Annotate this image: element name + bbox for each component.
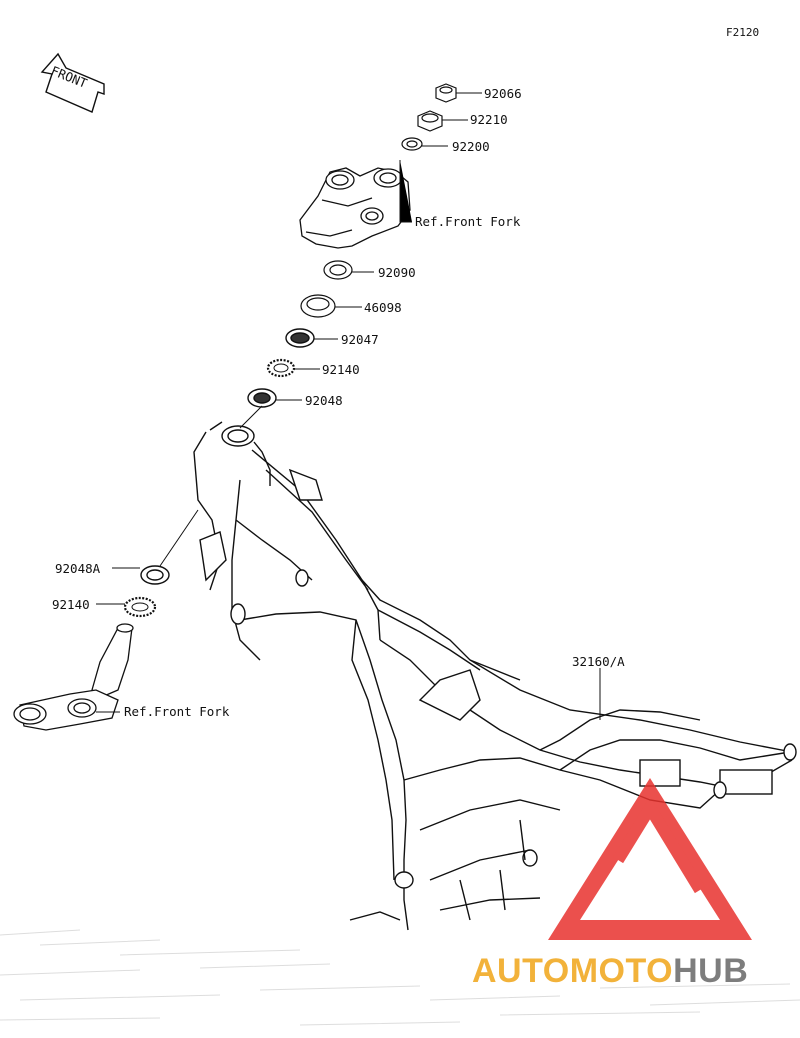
frame-assembly (193, 421, 797, 931)
part-label-92140-upper: 92140 (322, 362, 360, 377)
bearing-92140-lower-icon (123, 596, 157, 618)
watermark-part-hub: HUB (673, 952, 749, 990)
part-label-92090: 92090 (378, 265, 416, 280)
watermark-part-moto: MOTO (569, 952, 674, 990)
part-label-ref-front-fork-lower: Ref.Front Fork (124, 704, 230, 719)
race-92048-icon (247, 388, 277, 408)
leader-lines (96, 92, 601, 720)
cap-46098-icon (300, 294, 336, 318)
part-label-92140-lower: 92140 (52, 597, 90, 612)
part-label-ref-front-fork-upper: Ref.Front Fork (415, 214, 521, 229)
part-label-92048A: 92048A (55, 561, 101, 576)
washer-92200-icon (401, 137, 423, 151)
front-direction-arrow (40, 52, 105, 113)
watermark-text: AUTOMOTOHUB (472, 952, 748, 991)
ground-texture (0, 929, 800, 1026)
part-label-92066: 92066 (484, 86, 522, 101)
upper-triple-clamp (299, 167, 411, 249)
part-label-92210: 92210 (470, 112, 508, 127)
nut-92066-icon (435, 83, 457, 103)
race-92048A-icon (140, 565, 170, 585)
part-label-46098: 46098 (364, 300, 402, 315)
watermark-logo-icon (548, 778, 752, 940)
steering-stem (13, 623, 134, 731)
watermark-part-auto: AUTO (472, 952, 570, 990)
diagram-code: F2120 (726, 26, 760, 39)
race-92047-icon (285, 328, 315, 348)
nut-92210-icon (417, 110, 443, 132)
seal-92090-icon (323, 260, 353, 280)
part-label-92200: 92200 (452, 139, 490, 154)
part-label-32160A: 32160/A (572, 654, 625, 669)
part-label-92048: 92048 (305, 393, 343, 408)
bearing-92140-upper-icon (266, 358, 296, 378)
part-label-92047: 92047 (341, 332, 379, 347)
